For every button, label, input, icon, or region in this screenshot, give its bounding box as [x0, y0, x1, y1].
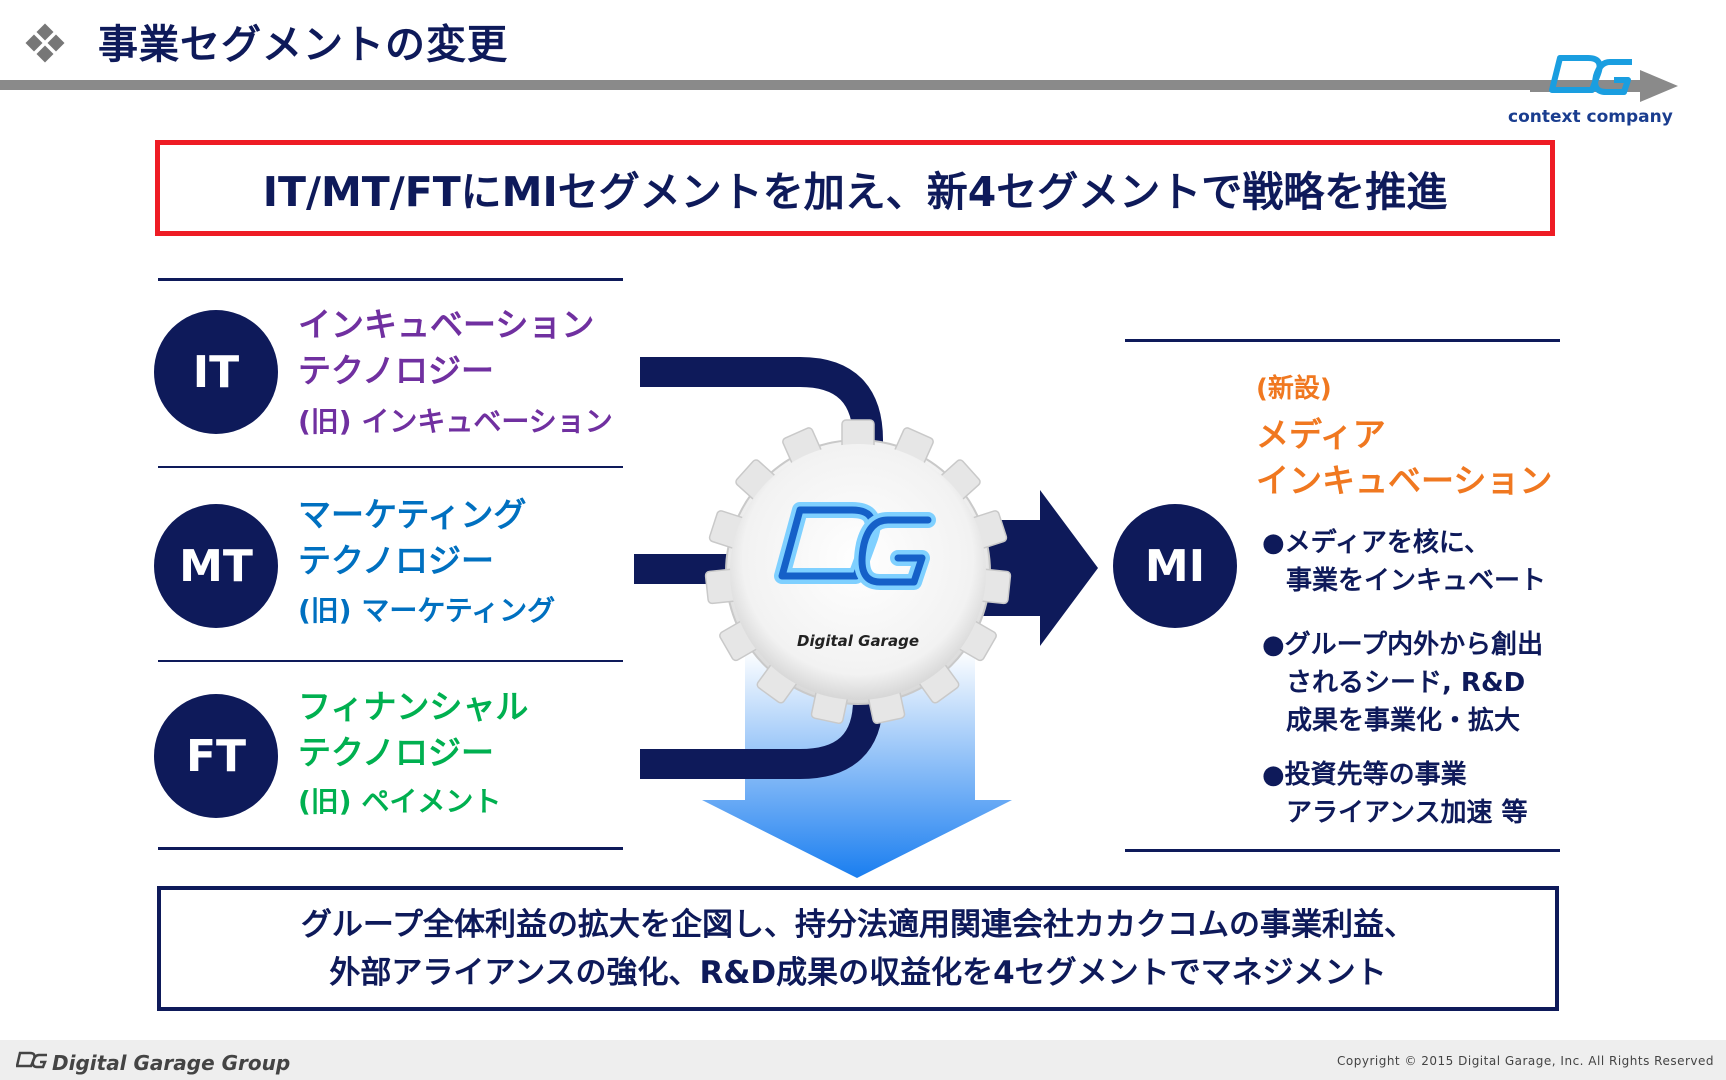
summary-line: 外部アライアンスの強化、R&D成果の収益化を4セグメントでマネジメント — [329, 954, 1387, 991]
segment-title-line: テクノロジー — [298, 541, 495, 580]
page-title: 事業セグメントの変更 — [98, 22, 508, 68]
segment-title-mt: マーケティング テクノロジー — [298, 492, 526, 584]
segment-title-line: テクノロジー — [298, 351, 495, 390]
segment-title-it: インキュベーション テクノロジー — [298, 302, 594, 394]
segment-title-line: マーケティング — [298, 495, 527, 534]
dg-logo-icon — [1549, 55, 1632, 95]
segment-old-name-mt: (旧) マーケティング — [298, 594, 556, 627]
mi-divider-top — [1125, 339, 1560, 342]
footer-bar — [0, 1040, 1726, 1080]
segment-divider-bottom — [158, 847, 623, 850]
header-divider — [0, 80, 1545, 90]
header-arrow-icon — [1530, 70, 1678, 102]
segment-title-ft: フィナンシャル テクノロジー — [298, 684, 528, 776]
segment-badge-ft: FT — [154, 694, 278, 818]
segment-divider-top — [158, 278, 623, 281]
segment-badge-it: IT — [154, 310, 278, 434]
mi-divider-bottom — [1125, 849, 1560, 852]
segment-badge-mi: MI — [1113, 504, 1237, 628]
segment-divider — [158, 466, 623, 468]
segment-title-line: インキュベーション — [298, 305, 595, 344]
segment-title-line: テクノロジー — [298, 733, 495, 772]
gear-label: Digital Garage — [797, 632, 919, 650]
new-segment-title-line: インキュベーション — [1256, 461, 1553, 500]
dg-gear-logo-icon — [704, 419, 1012, 725]
mi-bullet-1: ●メディアを核に、 事業をインキュベート — [1262, 524, 1546, 600]
new-segment-title: メディア インキュベーション — [1256, 412, 1552, 504]
key-message-banner: IT/MT/FTにMIセグメントを加え、新4セグメントで戦略を推進 — [155, 140, 1555, 236]
mi-bullet-line: されるシード, R&D — [1286, 668, 1526, 698]
footer-company: Digital Garage Group — [52, 1051, 291, 1075]
footer-copyright: Copyright © 2015 Digital Garage, Inc. Al… — [1337, 1054, 1714, 1068]
mi-bullet-2: ●グループ内外から創出 されるシード, R&D 成果を事業化・拡大 — [1262, 626, 1543, 740]
segment-old-name-ft: (旧) ペイメント — [298, 785, 502, 818]
summary-box: グループ全体利益の拡大を企図し、持分法適用関連会社カカクコムの事業利益、 外部ア… — [157, 886, 1559, 1011]
mi-bullet-line: ●投資先等の事業 — [1262, 760, 1467, 790]
down-arrow-icon — [702, 650, 1012, 878]
new-segment-title-line: メディア — [1256, 415, 1386, 454]
merge-flow-graphic — [634, 357, 1098, 878]
mi-bullet-3: ●投資先等の事業 アライアンス加速 等 — [1262, 756, 1528, 832]
new-segment-tag: (新設) — [1256, 374, 1332, 404]
segment-divider — [158, 660, 623, 662]
mi-bullet-line: ●メディアを核に、 — [1262, 528, 1491, 558]
segment-old-name-it: (旧) インキュベーション — [298, 405, 613, 438]
logo-tagline: context company — [1508, 107, 1673, 127]
mi-bullet-line: 事業をインキュベート — [1286, 566, 1547, 596]
footer-dg-logo-icon — [16, 1051, 47, 1069]
mi-bullet-line: 成果を事業化・拡大 — [1286, 706, 1521, 736]
segment-badge-mt: MT — [154, 504, 278, 628]
segment-title-line: フィナンシャル — [298, 687, 529, 726]
mi-bullet-line: アライアンス加速 等 — [1286, 798, 1528, 828]
mi-bullet-line: ●グループ内外から創出 — [1262, 630, 1544, 660]
diamond-bullet-icon — [25, 23, 65, 63]
summary-line: グループ全体利益の拡大を企図し、持分法適用関連会社カカクコムの事業利益、 — [300, 906, 1416, 943]
